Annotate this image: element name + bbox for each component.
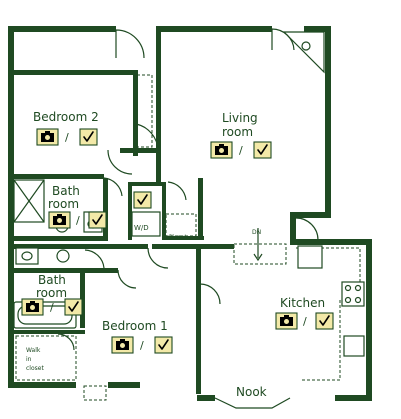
- closet-label: Closet: [168, 234, 187, 241]
- camera-icon: [116, 339, 129, 350]
- bath-2-badge[interactable]: /: [21, 298, 83, 316]
- camera-icon: [280, 315, 293, 326]
- walk-in-label-line1: Walk: [26, 347, 41, 354]
- badge-separator: /: [50, 301, 54, 314]
- badge-separator: /: [140, 339, 144, 352]
- badge-separator: /: [303, 315, 307, 328]
- laundry-badge[interactable]: [133, 191, 152, 209]
- bath-1-label-line1: Bath: [52, 184, 80, 198]
- kitchen-label: Kitchen: [280, 296, 325, 310]
- camera-icon: [215, 144, 228, 155]
- badge-separator: /: [65, 131, 69, 144]
- check-icon: [92, 214, 103, 225]
- camera-icon: [53, 214, 66, 225]
- bath-1-badge[interactable]: /: [48, 211, 107, 229]
- camera-icon: [41, 131, 54, 142]
- check-icon: [257, 144, 268, 155]
- bath-1-label-line2: room: [48, 197, 79, 211]
- living-room-label-line2: room: [222, 125, 253, 139]
- living-room-label-line1: Living: [222, 111, 258, 125]
- check-icon: [137, 194, 148, 205]
- kitchen-badge[interactable]: /: [275, 312, 334, 330]
- stair-dn-label: DN: [252, 229, 261, 236]
- check-icon: [158, 339, 169, 350]
- check-icon: [83, 131, 94, 142]
- interior-walls: [8, 26, 234, 394]
- bath-2-label-line2: room: [36, 286, 67, 300]
- bedroom-2-label: Bedroom 2: [33, 110, 99, 124]
- check-icon: [319, 315, 330, 326]
- doors: [57, 28, 319, 351]
- nook-label: Nook: [236, 385, 267, 399]
- bath-2-label-line1: Bath: [38, 273, 66, 287]
- camera-icon: [26, 301, 39, 312]
- bedroom-2-badge[interactable]: /: [36, 128, 98, 146]
- living-room-badge[interactable]: /: [210, 141, 272, 159]
- check-icon: [68, 301, 79, 312]
- badge-separator: /: [239, 144, 243, 157]
- walk-in-label-line3: closet: [26, 365, 44, 372]
- wd-label: W/D: [134, 224, 149, 232]
- bedroom-1-badge[interactable]: /: [111, 336, 173, 354]
- bedroom-1-label: Bedroom 1: [102, 319, 168, 333]
- walk-in-label-line2: in: [26, 356, 32, 363]
- badge-separator: /: [76, 214, 80, 227]
- exterior-walls: [8, 26, 372, 401]
